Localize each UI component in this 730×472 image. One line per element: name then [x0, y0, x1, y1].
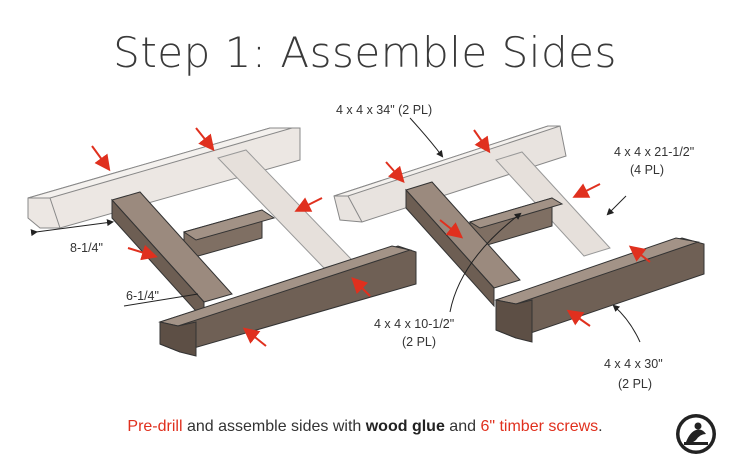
dim-label-6-1-4: 6-1/4": [126, 289, 159, 303]
left-dim-6-1-4: 6-1/4": [123, 289, 199, 307]
label-side-rail-line1: 4 x 4 x 21-1/2": [614, 145, 694, 159]
caption-timber-screws: 6" timber screws: [480, 418, 599, 435]
caption-text-3: .: [598, 418, 603, 435]
left-stretcher: [182, 209, 276, 261]
right-side-assembly: 4 x 4 x 34" (2 PL) 4 x 4 x 21-1/2" (4 PL…: [333, 103, 705, 391]
left-dim-8-1-4: 8-1/4": [30, 219, 114, 255]
dim-label-8-1-4: 8-1/4": [70, 241, 103, 255]
brand-logo-icon: [676, 414, 716, 454]
label-bottom-rail-line2: (2 PL): [618, 377, 652, 391]
caption-text-2: and: [444, 418, 481, 435]
label-bottom-rail-line1: 4 x 4 x 30": [604, 357, 663, 371]
left-red-arrows: [91, 127, 371, 347]
right-red-arrows: [385, 129, 651, 327]
instruction-caption: Pre-drill and assemble sides with wood g…: [0, 418, 730, 436]
right-leader-lines: [409, 117, 641, 343]
left-bottom-rail: [158, 245, 417, 357]
label-side-rail-line2: (4 PL): [630, 163, 664, 177]
right-bottom-rail: [494, 237, 705, 343]
label-top-rail: 4 x 4 x 34" (2 PL): [336, 103, 432, 117]
page-title: Step 1: Assemble Sides: [113, 28, 617, 77]
label-stretcher-line2: (2 PL): [402, 335, 436, 349]
caption-wood-glue: wood glue: [365, 418, 445, 435]
left-top-rail: [27, 127, 301, 229]
caption-text-1: and assemble sides with: [182, 418, 366, 435]
caption-predrill: Pre-drill: [127, 418, 183, 435]
right-front-side-rail: [405, 181, 521, 308]
label-stretcher-line1: 4 x 4 x 10-1/2": [374, 317, 454, 331]
left-side-assembly: 8-1/4" 6-1/4": [27, 127, 417, 357]
